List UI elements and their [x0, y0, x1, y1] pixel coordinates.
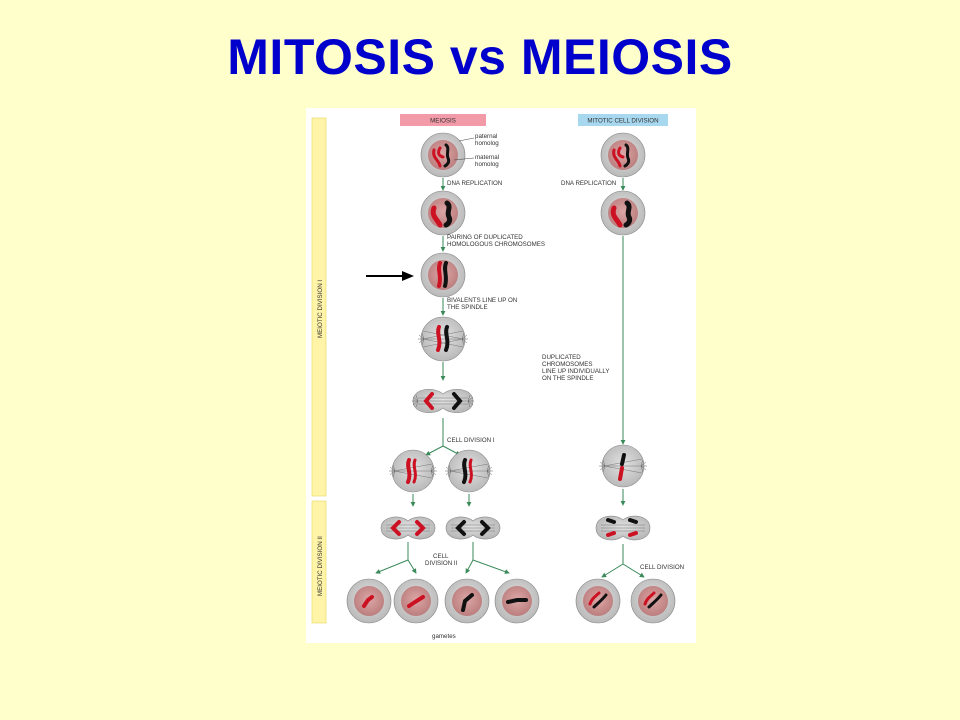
meiosis-cell-7a	[380, 516, 436, 540]
meiosis-header: MEIOSIS	[430, 118, 456, 125]
mitosis-cell-2	[600, 190, 646, 236]
dna-replication-meiosis: DNA REPLICATION	[447, 180, 502, 187]
meiosis-cell-1	[420, 132, 466, 178]
figure-svg: MEIOTIC DIVISION I MEIOTIC DIVISION II M…	[311, 114, 684, 640]
duplicated-label-3: LINE UP INDIVIDUALLY	[542, 368, 610, 375]
meiosis-header-box	[400, 114, 486, 126]
mitosis-header-box	[578, 114, 668, 126]
gamete-cell-1	[346, 578, 392, 624]
cell-division-1-label: CELL DIVISION I	[447, 437, 495, 444]
cell-division-mitosis-label: CELL DIVISION	[640, 564, 684, 571]
mitosis-daughter-cell-2	[630, 578, 676, 624]
side-bar-division-1: MEIOTIC DIVISION I	[311, 117, 327, 497]
meiosis-cell-2	[420, 190, 466, 236]
dna-replication-mitosis: DNA REPLICATION	[561, 180, 616, 187]
meiosis-mitosis-figure: MEIOTIC DIVISION I MEIOTIC DIVISION II M…	[306, 108, 696, 643]
mitosis-cell-1	[600, 132, 646, 178]
meiosis-cell-4-spindle	[417, 316, 469, 362]
mitosis-cell-3-spindle	[598, 444, 648, 488]
maternal-label-2: homolog	[475, 161, 499, 168]
cell-division-2-label-1: CELL	[433, 553, 449, 560]
duplicated-label-2: CHROMOSOMES	[542, 361, 593, 368]
mitosis-header: MITOTIC CELL DIVISION	[587, 118, 658, 125]
maternal-label-1: maternal	[475, 154, 499, 161]
duplicated-label-4: ON THE SPINDLE	[542, 375, 593, 382]
paternal-label-2: homolog	[475, 140, 499, 147]
mitosis-daughter-cell-1	[575, 578, 621, 624]
duplicated-label-1: DUPLICATED	[542, 354, 581, 361]
side-label-division-2: MEIOTIC DIVISION II	[317, 536, 324, 596]
gamete-cell-2	[393, 578, 439, 624]
pairing-label-1: PAIRING OF DUPLICATED	[447, 234, 523, 241]
pointer-arrow-icon	[366, 271, 414, 281]
gamete-cell-4	[494, 578, 540, 624]
meiosis-cell-6b	[444, 449, 494, 493]
paternal-label-1: paternal	[475, 133, 497, 140]
meiosis-cell-7b	[445, 516, 501, 540]
pairing-label-2: HOMOLOGOUS CHROMOSOMES	[447, 241, 545, 248]
slide-title: MITOSIS vs MEIOSIS	[227, 29, 733, 85]
gametes-label: gametes	[432, 633, 456, 640]
gamete-cell-3	[444, 578, 490, 624]
side-label-division-1: MEIOTIC DIVISION I	[317, 280, 324, 338]
side-bar-division-2: MEIOTIC DIVISION II	[311, 500, 327, 624]
mitosis-cell-4-anaphase	[595, 515, 651, 541]
meiosis-cell-3-pairing	[420, 252, 466, 298]
bivalents-label-1: BIVALENTS LINE UP ON	[447, 297, 517, 304]
meiosis-cell-5-anaphase	[411, 388, 475, 414]
meiosis-cell-6a	[388, 449, 438, 493]
bivalents-label-2: THE SPINDLE	[447, 304, 488, 311]
cell-division-2-label-2: DIVISION II	[425, 560, 458, 567]
